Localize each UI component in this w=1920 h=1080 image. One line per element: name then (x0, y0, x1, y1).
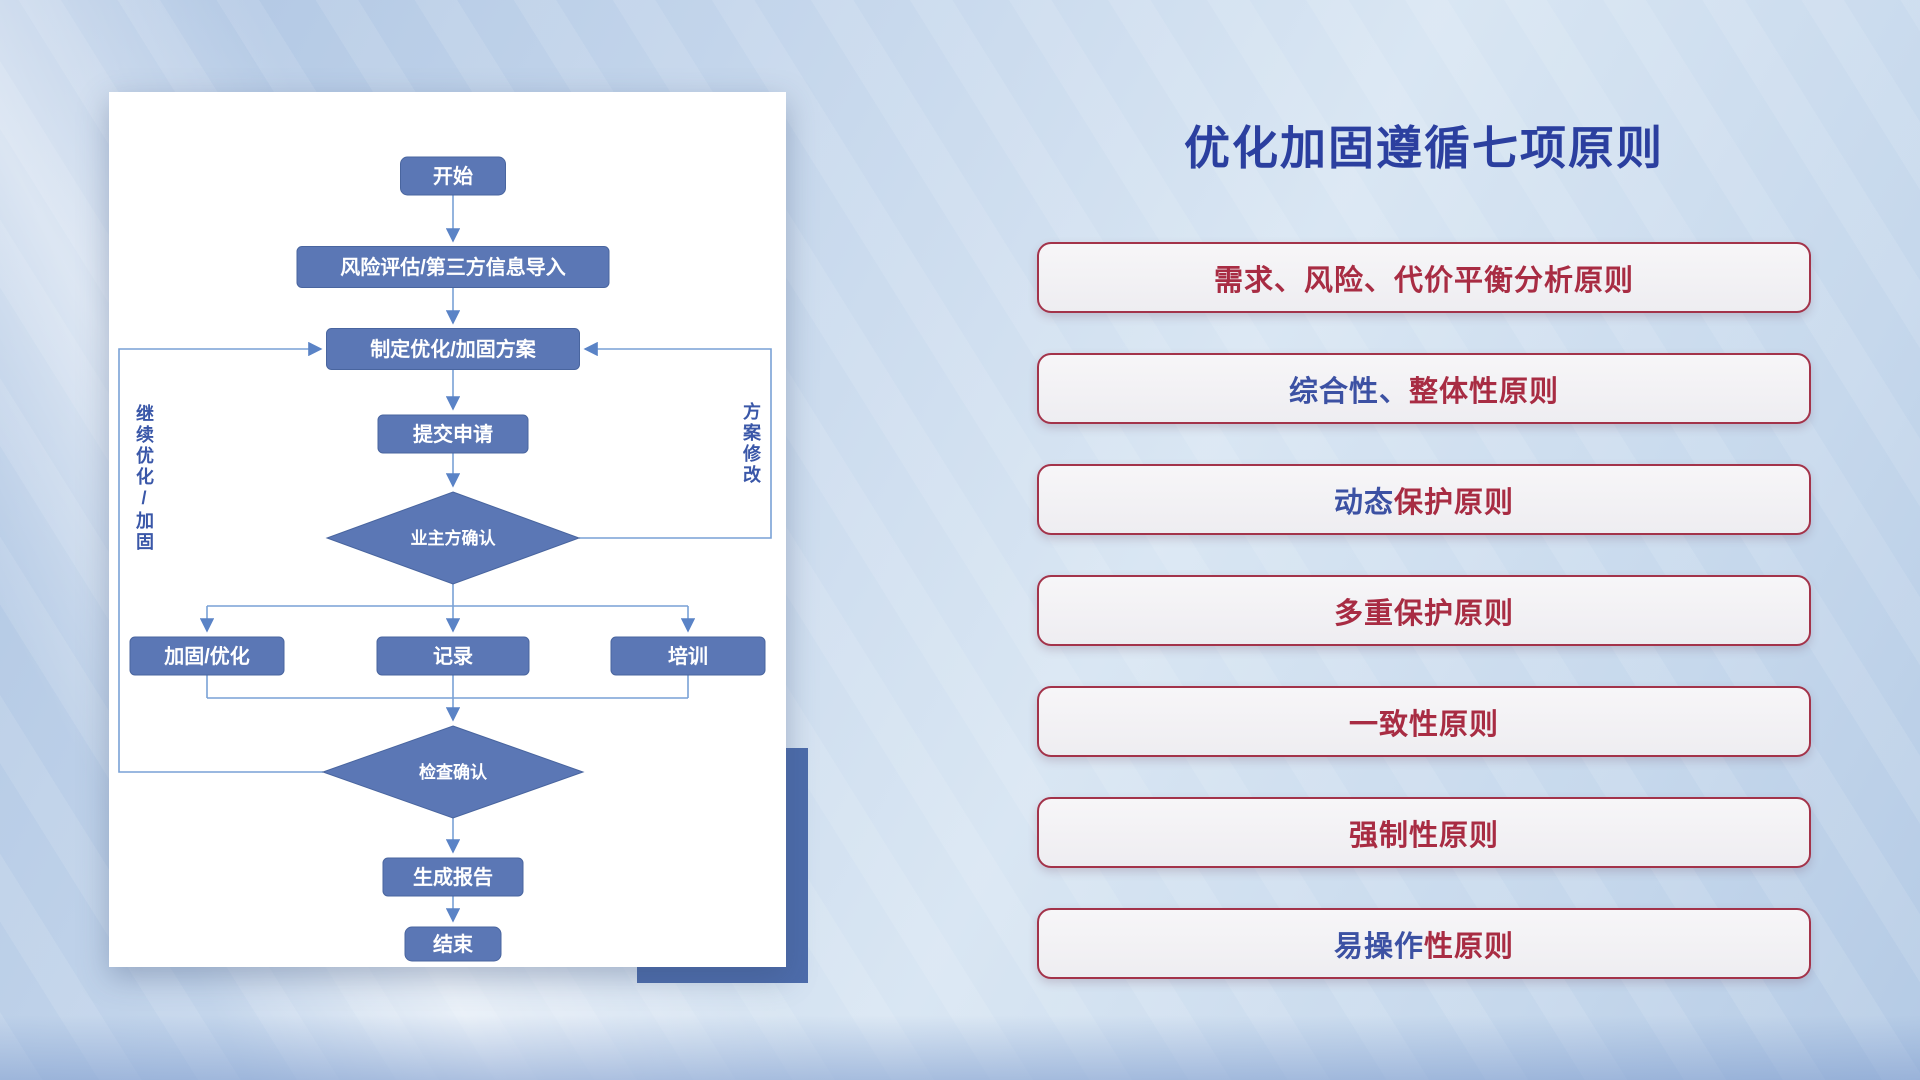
check-confirm-label: 检查确认 (419, 762, 488, 782)
principle-5-text-red: 一致性原则 (1348, 708, 1499, 741)
harden-optimize-label: 加固/优化 (163, 644, 250, 668)
check-confirm-diamond (321, 725, 585, 819)
principle-1-text-red: 需求、风险、代价平衡分析原则 (1213, 264, 1634, 297)
left-loop-label: 继续优化/加固 (134, 404, 154, 553)
principle-3-text-blue: 动态 (1333, 486, 1394, 519)
end-label: 结束 (433, 932, 474, 956)
principle-box-5: 一致性原则 (1037, 686, 1811, 757)
end-node (404, 926, 502, 962)
principle-box-1: 需求、风险、代价平衡分析原则 (1037, 242, 1811, 313)
loop-plan-revise (579, 341, 772, 539)
make-plan-node (326, 328, 580, 370)
principle-box-7: 易操作性原则 (1037, 908, 1811, 979)
submit-node (377, 414, 529, 454)
harden-optimize-node (129, 636, 285, 676)
flow-connectors (118, 195, 772, 923)
principle-7-text-red: 性原则 (1424, 930, 1515, 963)
principle-list: 需求、风险、代价平衡分析原则 综合性、整体性原则 动态保护原则 多重保护原则 一… (1037, 242, 1811, 1019)
flowchart-card: 开始 风险评估/第三方信息导入 制定优化/加固方案 提交申请 业主方确认 加固/… (109, 92, 786, 967)
principle-7-text-blue: 易操作 (1333, 930, 1424, 963)
right-loop-label: 方案修改 (741, 402, 761, 486)
report-node (382, 857, 524, 897)
make-plan-node-label: 制定优化/加固方案 (370, 337, 537, 361)
training-node (610, 636, 766, 676)
principle-box-3: 动态保护原则 (1037, 464, 1811, 535)
training-label: 培训 (668, 644, 708, 668)
risk-import-node (296, 246, 610, 288)
flow-node-labels: 开始 风险评估/第三方信息导入 制定优化/加固方案 提交申请 业主方确认 加固/… (163, 164, 708, 956)
start-node-label: 开始 (433, 164, 473, 188)
report-label: 生成报告 (413, 865, 493, 889)
loop-continue-optimize (118, 341, 323, 773)
principle-box-6: 强制性原则 (1037, 797, 1811, 868)
principle-box-2: 综合性、整体性原则 (1037, 353, 1811, 424)
flowchart-svg: 开始 风险评估/第三方信息导入 制定优化/加固方案 提交申请 业主方确认 加固/… (118, 156, 772, 962)
page-title: 优化加固遵循七项原则 (1184, 122, 1664, 174)
principle-2-text-blue: 综合性、 (1288, 375, 1409, 408)
principle-6-text-red: 强制性原则 (1348, 819, 1499, 852)
risk-import-node-label: 风险评估/第三方信息导入 (340, 255, 566, 279)
principle-4-text-red: 多重保护原则 (1333, 597, 1514, 630)
flow-nodes (129, 156, 766, 962)
submit-node-label: 提交申请 (413, 422, 493, 446)
principle-3-text-red: 保护原则 (1394, 486, 1515, 519)
start-node (400, 156, 506, 196)
owner-confirm-diamond (325, 491, 581, 585)
owner-confirm-label: 业主方确认 (411, 528, 497, 548)
record-node (376, 636, 530, 676)
principle-2-text-red: 整体性原则 (1409, 375, 1560, 408)
principle-box-4: 多重保护原则 (1037, 575, 1811, 646)
record-label: 记录 (433, 645, 473, 668)
